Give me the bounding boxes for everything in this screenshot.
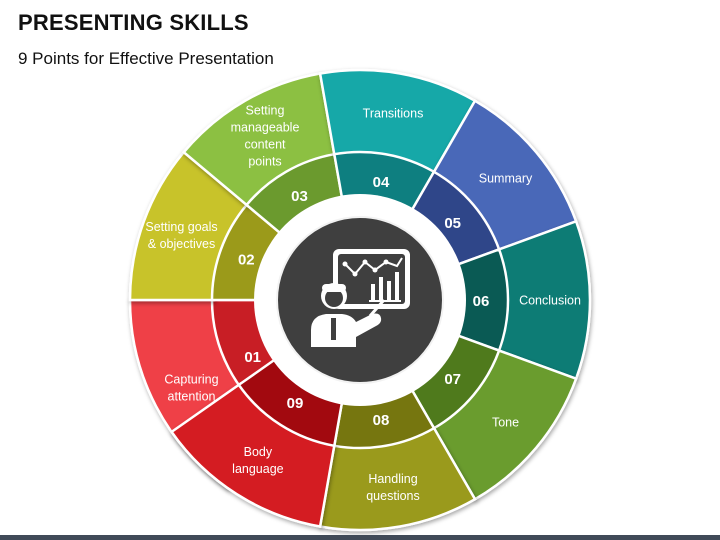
segment-number: 07 <box>444 371 461 388</box>
segment-04: 04 Transitions <box>318 68 477 221</box>
segment-number: 01 <box>244 349 261 366</box>
presenter-with-chart-icon <box>311 249 410 347</box>
segment-number: 06 <box>473 293 490 310</box>
segment-number: 08 <box>373 412 390 429</box>
page-title: PRESENTING SKILLS <box>18 10 249 35</box>
segment-06: 06 Conclusion <box>446 219 592 381</box>
page-subtitle: 9 Points for Effective Presentation <box>18 49 274 68</box>
segment-label: Transitions <box>363 106 424 120</box>
segment-label: Conclusion <box>519 294 581 308</box>
segment-number: 02 <box>238 252 255 269</box>
segment-label: Setting goals& objectives <box>145 220 217 251</box>
segment-number: 03 <box>291 188 308 205</box>
segment-number: 09 <box>287 395 304 412</box>
segment-label: Summary <box>479 171 533 185</box>
segment-number: 05 <box>444 215 461 232</box>
segment-label: Tone <box>492 416 519 430</box>
segment-number: 04 <box>373 174 390 191</box>
bottom-accent-bar <box>0 535 720 540</box>
segment-02: 02 Setting goals& objectives <box>128 150 290 302</box>
